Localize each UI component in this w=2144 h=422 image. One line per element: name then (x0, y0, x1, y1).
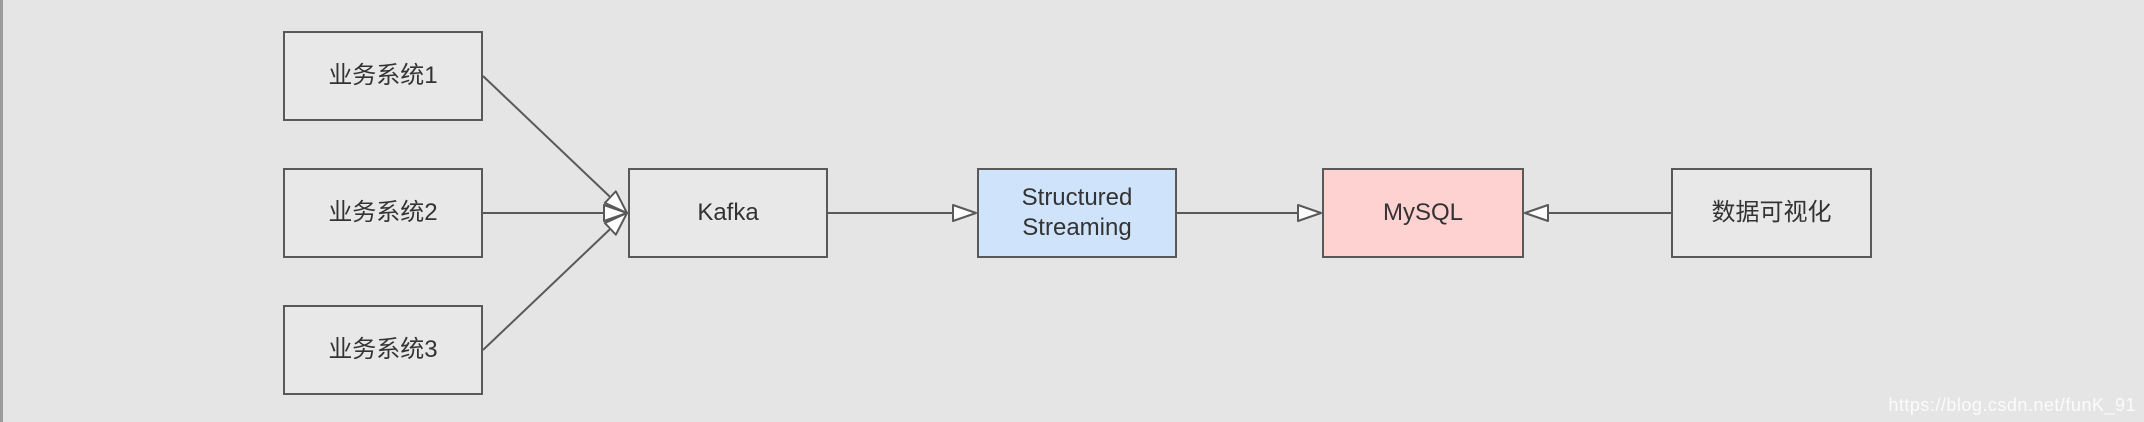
node-data-visualization: 数据可视化 (1671, 168, 1872, 258)
node-business-system-3-label: 业务系统3 (328, 336, 438, 363)
node-mysql: MySQL (1322, 168, 1524, 258)
node-kafka: Kafka (628, 168, 828, 258)
node-business-system-2-label: 业务系统2 (328, 199, 438, 226)
node-structured-streaming: Structured Streaming (977, 168, 1177, 258)
node-business-system-2: 业务系统2 (283, 168, 483, 258)
left-edge-strip (0, 0, 3, 422)
node-business-system-3: 业务系统3 (283, 305, 483, 395)
node-kafka-label: Kafka (697, 199, 759, 226)
node-mysql-label: MySQL (1382, 199, 1463, 226)
edge-source3-to-kafka (482, 212, 628, 351)
node-data-visualization-label: 数据可视化 (1711, 199, 1832, 226)
node-business-system-1: 业务系统1 (283, 31, 483, 121)
node-business-system-1-label: 业务系统1 (328, 62, 438, 89)
csdn-watermark: https://blog.csdn.net/funK_91 (1888, 395, 2136, 415)
node-structured-streaming-label: Structured Streaming (1021, 184, 1133, 241)
edge-source1-to-kafka (482, 75, 628, 214)
